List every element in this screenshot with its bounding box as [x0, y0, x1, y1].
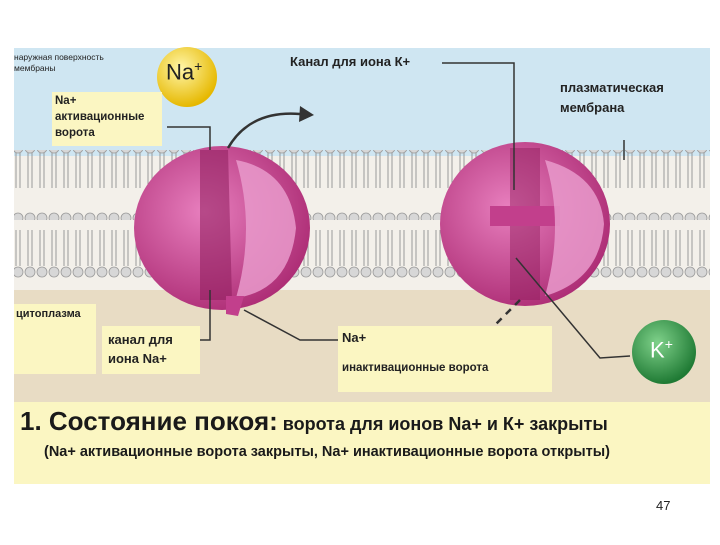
na-flow-arrowhead — [299, 106, 314, 122]
k-ion-symbol: K+ — [650, 336, 673, 363]
na-inactivation-gate-shape — [226, 296, 244, 316]
inactivation-gate-box — [338, 326, 552, 392]
page-number: 47 — [656, 498, 671, 513]
outer-surface-label: наружная поверхность мембраны — [14, 52, 104, 73]
na-channel-label: канал для иона Na+ — [108, 332, 173, 366]
inactivation-gate-label-1: Na+ — [342, 330, 367, 345]
activation-gate-label: Na+ активационные ворота — [55, 95, 145, 139]
k-ion — [632, 320, 696, 384]
leader-inactivation-gate — [243, 309, 340, 341]
caption-title: 1. Состояние покоя: ворота для ионов Na+… — [20, 406, 608, 436]
leader-k-ion — [515, 257, 631, 359]
k-channel-label: Канал для иона К+ — [290, 54, 411, 69]
leader-k-channel — [442, 62, 515, 190]
na-ion — [157, 47, 217, 107]
na-channel-box — [102, 326, 200, 374]
caption-subtitle: (Na+ активационные ворота закрыты, Na+ и… — [44, 444, 610, 460]
cytoplasm-box — [14, 304, 96, 374]
leader-na-channel — [200, 290, 211, 341]
plasma-membrane-label: плазматическая мембрана — [560, 80, 664, 115]
leader-activation-gate — [167, 126, 211, 150]
na-ion-symbol: Na+ — [166, 58, 203, 85]
k-channel-protein — [440, 142, 610, 306]
activation-gate-box — [52, 92, 162, 146]
na-channel-protein — [134, 146, 310, 316]
na-flow-arrow — [226, 112, 301, 149]
inactivation-gate-label-2: инактивационные ворота — [342, 362, 489, 374]
caption-title-rest: ворота для ионов Na+ и К+ закрыты — [277, 414, 608, 434]
cytoplasm-label: цитоплазма — [16, 308, 81, 320]
caption-box: 1. Состояние покоя: ворота для ионов Na+… — [14, 402, 710, 484]
